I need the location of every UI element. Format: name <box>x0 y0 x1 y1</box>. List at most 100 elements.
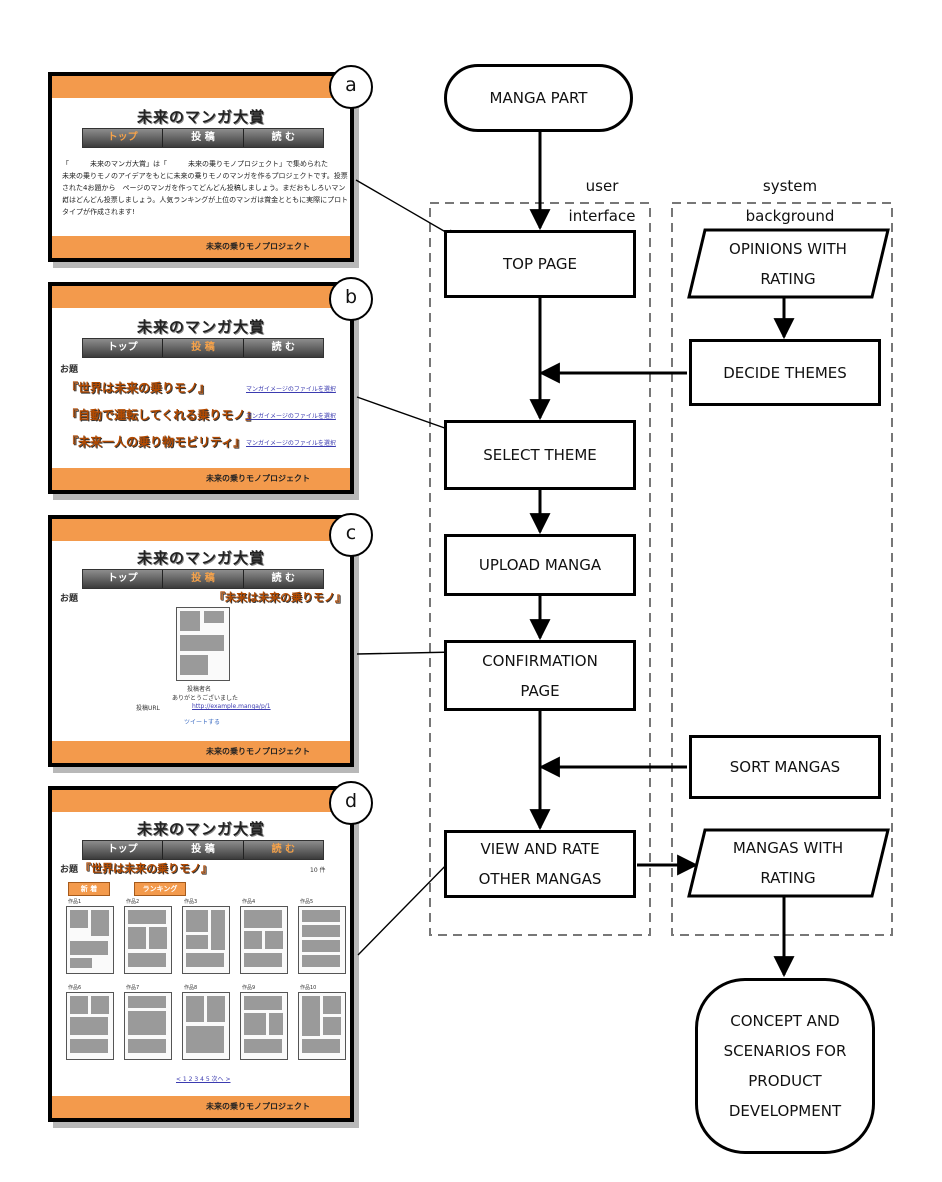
badge-a: a <box>329 65 373 109</box>
site-title: 未来のマンガ大賞 <box>136 820 265 838</box>
header-bar <box>52 76 350 98</box>
flow-arrows <box>529 131 795 978</box>
thumb-label: 作品7 <box>126 985 140 991</box>
thumb-label: 作品9 <box>242 985 256 991</box>
mangas-with-rating-data: MANGAS WITH RATING <box>732 839 844 887</box>
theme-option: 『未来一人の乗り物モビリティ』 <box>66 435 246 449</box>
intro-line: された4お題から ページのマンガを作ってどんどん投稿しましょう。まだおもしろいマ… <box>62 184 346 204</box>
nav-tab-read: 読 む <box>243 339 323 357</box>
intro-line: にはどんどん投票しましょう。人気ランキングが上位のマンガは賞金とともに実際にプロ… <box>62 196 349 204</box>
system-background-group-border <box>671 202 893 936</box>
uploaded-manga-preview <box>176 607 230 681</box>
top-page-step: TOP PAGE <box>444 230 636 298</box>
footer-text: 未来の乗りモノプロジェクト <box>206 474 310 483</box>
url-label: 投稿URL <box>136 705 160 712</box>
io-shapes <box>687 228 890 898</box>
manga-thumbnail <box>66 906 114 974</box>
callout-c <box>356 647 457 658</box>
thumb-label: 作品3 <box>184 899 198 905</box>
site-title: 未来のマンガ大賞 <box>136 318 265 336</box>
manga-thumbnail <box>240 906 288 974</box>
selected-theme: 『世界は未来の乗りモノ』 <box>80 862 212 875</box>
thumb-label: 作品6 <box>68 985 82 991</box>
manga-thumbnail <box>182 906 230 974</box>
nav-tab-top: トップ <box>83 841 164 859</box>
mangas-rating-parallelogram <box>687 828 890 898</box>
footer-bar <box>52 468 350 490</box>
nav-tab-post: 投 稿 <box>163 339 244 357</box>
nav-tab-post: 投 稿 <box>163 841 244 859</box>
posted-url-link: http://example.manga/p/1 <box>192 703 271 710</box>
intro-line: 未来の乗りモノのアイデアをもとに未来の乗りモノのマンガを作るプロジェクトです。投… <box>62 172 348 180</box>
opinions-with-rating-data: OPINIONS WITH RATING <box>729 240 847 288</box>
footer-bar <box>52 1096 350 1118</box>
thumb-label: 作品10 <box>300 985 317 991</box>
sort-mangas-step: SORT MANGAS <box>689 735 881 799</box>
nav-tab-top: トップ <box>83 570 164 588</box>
header-bar <box>52 790 350 812</box>
confirmation-page-step: CONFIRMATION PAGE <box>444 640 636 711</box>
screenshot-c-confirmation: 未来のマンガ大賞 トップ 投 稿 読 む お題 『未来は未来の乗りモノ』 投稿者… <box>48 515 354 767</box>
file-select-link: マンガイメージのファイルを選択 <box>246 413 336 420</box>
manga-thumbnail <box>66 992 114 1060</box>
manga-thumbnail <box>124 992 172 1060</box>
file-select-link: マンガイメージのファイルを選択 <box>246 440 336 447</box>
badge-d: d <box>329 781 373 825</box>
author-name: 投稿者名 <box>187 686 212 693</box>
decide-themes-step: DECIDE THEMES <box>689 339 881 406</box>
footer-text: 未来の乗りモノプロジェクト <box>206 242 310 251</box>
footer-text: 未来の乗りモノプロジェクト <box>206 1102 310 1111</box>
odai-label: お題 <box>60 365 79 375</box>
nav-tab-post: 投 稿 <box>163 570 244 588</box>
file-select-link: マンガイメージのファイルを選択 <box>246 386 336 393</box>
user-interface-label: user interface <box>568 177 636 225</box>
thumb-label: 作品8 <box>184 985 198 991</box>
callout-b <box>356 396 457 434</box>
badge-b: b <box>329 277 373 321</box>
result-count: 10 件 <box>310 867 326 874</box>
footer-text: 未来の乗りモノプロジェクト <box>206 747 310 756</box>
nav-tab-read: 読 む <box>243 129 323 147</box>
theme-option: 『自動で運転してくれる乗りモノ』 <box>66 408 258 422</box>
upload-manga-step: UPLOAD MANGA <box>444 534 636 596</box>
intro-line: タイプが作成されます! <box>62 208 135 216</box>
thanks-caption: ありがとうございました <box>172 695 239 702</box>
site-title: 未来のマンガ大賞 <box>136 549 265 567</box>
footer-bar <box>52 741 350 763</box>
theme-option: 『世界は未来の乗りモノ』 <box>66 381 211 395</box>
odai-label: お題 <box>60 865 79 875</box>
footer-bar <box>52 236 350 258</box>
thumb-label: 作品2 <box>126 899 140 905</box>
site-title: 未来のマンガ大賞 <box>136 108 265 126</box>
screenshot-a-top-page: 未来のマンガ大賞 トップ 投 稿 読 む 「 未来のマンガ大賞」は「 未来の乗り… <box>48 72 354 262</box>
select-theme-step: SELECT THEME <box>444 420 636 490</box>
nav-bar: トップ 投 稿 読 む <box>82 569 324 589</box>
nav-bar: トップ 投 稿 読 む <box>82 840 324 860</box>
header-bar <box>52 286 350 308</box>
manga-thumbnail <box>124 906 172 974</box>
nav-bar: トップ 投 稿 読 む <box>82 338 324 358</box>
selected-theme: 『未来は未来の乗りモノ』 <box>214 591 346 604</box>
manga-part-terminal: MANGA PART <box>444 64 633 132</box>
nav-tab-post: 投 稿 <box>163 129 244 147</box>
concept-scenarios-terminal: CONCEPT AND SCENARIOS FOR PRODUCT DEVELO… <box>695 978 875 1154</box>
tweet-button: ツイートする <box>184 719 221 726</box>
nav-tab-top: トップ <box>83 339 164 357</box>
screenshot-b-select-theme: 未来のマンガ大賞 トップ 投 稿 読 む お題 『世界は未来の乗りモノ』 マンガ… <box>48 282 354 494</box>
callout-d <box>357 854 457 956</box>
nav-tab-read: 読 む <box>243 570 323 588</box>
view-rate-step: VIEW AND RATE OTHER MANGAS <box>444 830 636 898</box>
pagination: < 1 2 3 4 5 次へ > <box>176 1076 231 1083</box>
nav-bar: トップ 投 稿 読 む <box>82 128 324 148</box>
sort-ranking-button: ランキング <box>134 882 186 896</box>
nav-tab-read: 読 む <box>243 841 323 859</box>
system-background-label: system background <box>745 177 835 225</box>
header-bar <box>52 519 350 541</box>
thumb-label: 作品1 <box>68 899 82 905</box>
callout-a <box>355 179 457 239</box>
manga-thumbnail <box>240 992 288 1060</box>
screenshot-d-view-rate: 未来のマンガ大賞 トップ 投 稿 読 む お題 『世界は未来の乗りモノ』 10 … <box>48 786 354 1122</box>
opinions-parallelogram <box>687 228 890 299</box>
sort-new-button: 新 着 <box>68 882 110 896</box>
